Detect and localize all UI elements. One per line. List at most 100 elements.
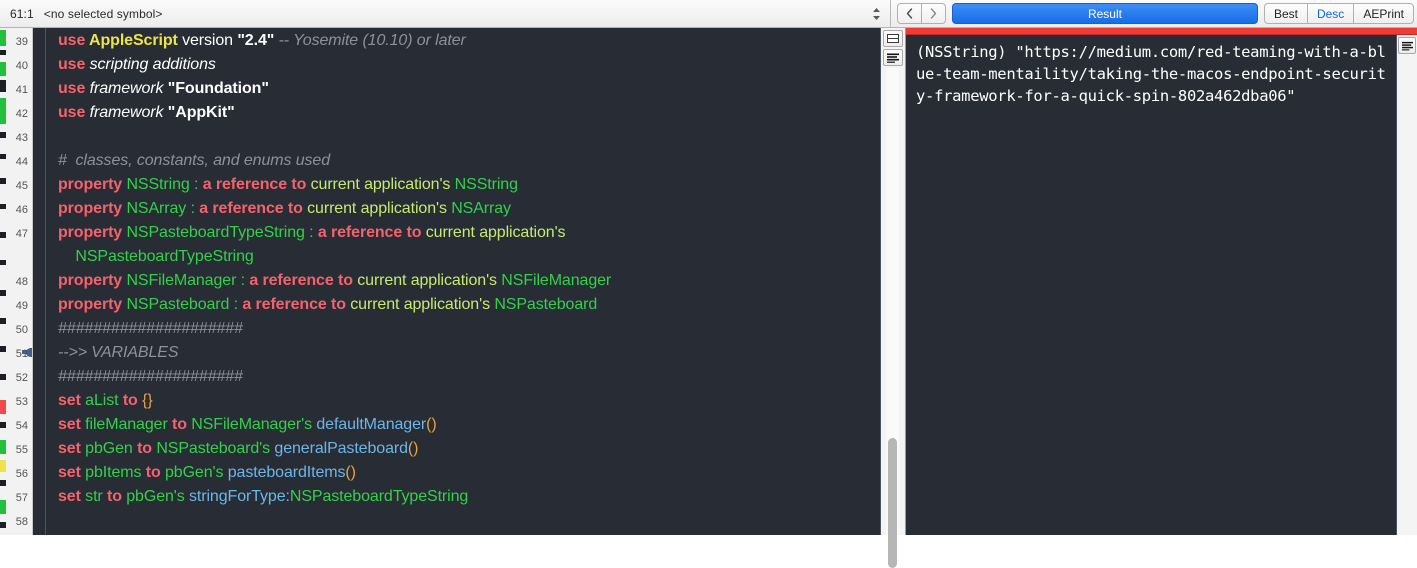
code-line: property NSArray : a reference to curren… — [58, 199, 880, 218]
line-number[interactable]: 46 — [15, 204, 28, 216]
code-token: current application's — [357, 272, 502, 289]
code-token: NSFileManager — [126, 272, 237, 289]
code-token: property — [58, 296, 127, 313]
line-number[interactable]: 40 — [15, 60, 28, 72]
selected-symbol-label[interactable]: <no selected symbol> — [43, 6, 163, 21]
segment-desc[interactable]: Desc — [1306, 3, 1354, 24]
code-token: property — [58, 272, 127, 289]
code-token: stringForType: — [189, 488, 290, 505]
code-line: # classes, constants, and enums used — [58, 151, 880, 170]
code-line-continuation: NSPasteboardTypeString — [58, 247, 880, 266]
code-token: to — [132, 440, 157, 457]
code-line: set str to pbGen's stringForType:NSPaste… — [58, 487, 880, 506]
code-token: str — [85, 488, 103, 505]
code-token: # classes, constants, and enums used — [58, 152, 331, 169]
code-token: NSFileManager — [501, 272, 612, 289]
nav-back-button[interactable] — [897, 3, 921, 24]
change-marker — [0, 290, 6, 296]
code-token: version — [177, 32, 238, 49]
text-lines-icon[interactable] — [883, 49, 903, 66]
code-token: to — [167, 416, 192, 433]
line-number[interactable]: 43 — [15, 132, 28, 144]
code-token: generalPasteboard — [274, 440, 408, 457]
code-token: NSFileManager's — [191, 416, 317, 433]
code-token: to — [141, 464, 165, 481]
code-token: AppleScript — [89, 32, 178, 49]
code-line: property NSFileManager : a reference to … — [58, 271, 880, 290]
code-token: set — [58, 440, 86, 457]
editor-vertical-scrollbar[interactable] — [886, 68, 899, 568]
code-token: scripting additions — [89, 56, 216, 73]
change-marker — [0, 62, 6, 76]
result-toolbar: Result Best Desc AEPrint — [891, 0, 1417, 27]
code-token: aList — [85, 392, 119, 409]
result-tab-button[interactable]: Result — [952, 3, 1258, 24]
gutter-divider — [33, 28, 46, 535]
line-number[interactable]: 42 — [15, 108, 28, 120]
code-text-area[interactable]: use AppleScript version "2.4" -- Yosemit… — [46, 28, 880, 535]
change-marker — [0, 480, 6, 486]
line-number[interactable]: 47 — [15, 228, 28, 240]
line-number[interactable]: 56 — [15, 468, 28, 480]
code-token: "AppKit" — [167, 104, 235, 121]
code-token: pbItems — [85, 464, 142, 481]
result-value-text[interactable]: (NSString) "https://medium.com/red-teami… — [916, 43, 1386, 105]
line-number[interactable]: 39 — [15, 36, 28, 48]
scrollbar-thumb[interactable] — [888, 438, 897, 568]
change-marker — [0, 440, 6, 454]
change-marker — [0, 132, 6, 138]
segment-aeprint[interactable]: AEPrint — [1353, 3, 1414, 24]
segment-best[interactable]: Best — [1263, 3, 1307, 24]
text-lines-icon[interactable] — [1398, 37, 1416, 54]
code-token: framework — [89, 104, 168, 121]
line-number[interactable]: 57 — [15, 492, 28, 504]
breakpoint-marker[interactable] — [26, 348, 32, 357]
code-token: : — [186, 200, 200, 217]
code-token: set — [58, 464, 86, 481]
code-token: set — [58, 392, 86, 409]
code-token: current application's — [425, 224, 566, 241]
line-number[interactable]: 50 — [15, 324, 28, 336]
code-token: use — [58, 56, 90, 73]
code-line: ##################### — [58, 367, 880, 386]
line-number[interactable]: 53 — [15, 396, 28, 408]
code-token: NSPasteboard — [494, 296, 598, 313]
line-number[interactable]: 49 — [15, 300, 28, 312]
code-token: use — [58, 104, 90, 121]
line-number[interactable]: 52 — [15, 372, 28, 384]
code-token: : — [236, 272, 250, 289]
change-marker — [0, 522, 6, 528]
line-number[interactable]: 45 — [15, 180, 28, 192]
code-line: ##################### — [58, 319, 880, 338]
code-token: NSPasteboardTypeString — [289, 488, 469, 505]
change-marker — [0, 178, 6, 184]
nav-forward-button[interactable] — [921, 3, 946, 24]
code-token: framework — [89, 80, 168, 97]
code-token: set — [58, 416, 86, 433]
result-format-segmented-control: Best Desc AEPrint — [1263, 3, 1414, 24]
code-token: a reference to — [242, 296, 351, 313]
code-token: -- Yosemite (10.10) or later — [274, 32, 466, 49]
code-token: current application's — [310, 176, 455, 193]
line-number[interactable]: 41 — [15, 84, 28, 96]
line-number[interactable]: 58 — [15, 516, 28, 528]
change-marker — [0, 204, 6, 209]
code-line: use AppleScript version "2.4" -- Yosemit… — [58, 31, 880, 50]
code-token: : — [304, 224, 318, 241]
code-token: {} — [142, 392, 153, 409]
code-line: property NSPasteboardTypeString : a refe… — [58, 223, 880, 242]
code-token: NSPasteboard — [126, 296, 230, 313]
editor-scroll-column — [880, 28, 906, 568]
code-token: to — [102, 488, 127, 505]
stepper-up-down-icon[interactable] — [871, 5, 882, 23]
line-number[interactable]: 54 — [15, 420, 28, 432]
code-token: use — [58, 32, 90, 49]
line-number[interactable]: 48 — [15, 276, 28, 288]
split-pane-icon[interactable] — [883, 30, 903, 47]
line-number[interactable]: 55 — [15, 444, 28, 456]
result-status-bar — [906, 28, 1417, 35]
code-token: to — [118, 392, 143, 409]
line-number[interactable]: 44 — [15, 156, 28, 168]
